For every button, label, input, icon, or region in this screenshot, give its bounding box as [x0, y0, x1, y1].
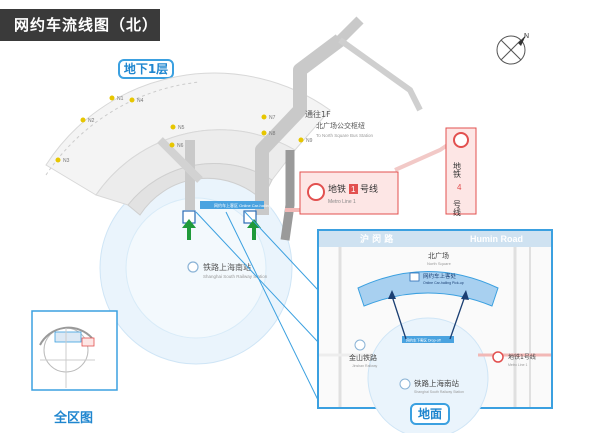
svg-text:N3: N3 — [63, 158, 70, 164]
inset-pickup-label: 网约车上客处 — [423, 272, 457, 280]
svg-text:N4: N4 — [137, 98, 144, 104]
svg-text:N9: N9 — [306, 138, 313, 144]
inset-pickup-band — [357, 271, 499, 307]
station-label: 铁路上海南站 — [203, 262, 251, 272]
inset-station-en: Shanghai South Railway Station — [414, 390, 464, 394]
svg-text:N6: N6 — [177, 143, 184, 149]
inset-jinshan: 金山铁路 — [349, 353, 377, 362]
bus-hub-en: To North Square Bus Station — [316, 133, 374, 138]
connector-line-1 — [195, 211, 319, 343]
connector-line-2 — [225, 211, 319, 401]
metro-line1-icon — [307, 183, 325, 201]
corridor-north — [255, 34, 345, 215]
metro-line4-suffix: 号线 — [453, 200, 462, 216]
corridor-center — [280, 150, 295, 241]
page-title: 网约车流线图（北） — [0, 9, 160, 41]
station-label-en: Shanghai South Railway Station — [203, 274, 268, 279]
inset-metro-1-en: Metro Line 1 — [508, 363, 528, 367]
metro-line1-suffix: 号线 — [360, 183, 378, 195]
inset-road: 沪 闵 路 — [360, 233, 394, 245]
metro-line1-number: 1 — [351, 185, 356, 194]
corridor-ne — [338, 37, 423, 112]
svg-text:N8: N8 — [269, 131, 276, 137]
inset-north-square: 北广场 — [428, 251, 449, 260]
inset-drop-bar — [402, 336, 454, 343]
compass-icon: N — [496, 33, 529, 65]
svg-text:N: N — [524, 33, 529, 40]
inset-jinshan-en: Jinshan Railway — [352, 364, 378, 368]
metro-line4-label: 地铁 — [453, 161, 462, 179]
inset-road-en: Humin Road — [470, 234, 523, 244]
green-arrow-west — [182, 219, 196, 240]
metro-line1-en: Metro Line 1 — [328, 199, 356, 205]
bus-hub-label: 北广场公交枢纽 — [316, 121, 365, 130]
ground-label: 地面 — [410, 403, 450, 425]
svg-text:N2: N2 — [88, 118, 95, 124]
inset-drop-text: 网约车下客区 Drop-off — [406, 338, 441, 343]
overview-label: 全区图 — [54, 411, 94, 426]
metro-line4-icon — [453, 132, 469, 148]
metro-line4-number: 4 — [457, 183, 462, 192]
b1-ridehail-text: 网约车上客区 Online Car-hailing — [214, 202, 271, 208]
connector-line-3 — [244, 211, 319, 291]
inset-station: 铁路上海南站 — [414, 378, 459, 388]
svg-text:N7: N7 — [269, 115, 276, 121]
metro-line1-number-bg — [349, 184, 358, 194]
svg-text:N1: N1 — [117, 96, 124, 102]
inset-metro-1: 地铁1号线 — [508, 353, 536, 361]
up-to-1f-label: 通往1F — [305, 109, 331, 119]
overview-thumbnail — [31, 310, 118, 391]
station-icon — [187, 261, 199, 273]
corridor-diag — [157, 137, 203, 183]
inset-north-square-en: North Square — [427, 261, 452, 266]
b1-boundary — [45, 81, 201, 176]
b1-ridehail-bar — [200, 201, 264, 209]
level-label: 地下1层 — [118, 59, 174, 79]
corridor-north-end — [336, 16, 364, 44]
inset-pickup-en: Online Car-hailing Pick-up — [423, 281, 464, 285]
svg-text:N5: N5 — [178, 125, 185, 131]
metro-line1-label: 地铁 — [328, 183, 346, 195]
gate-markers: N1 N2 N3 N4 N5 N6 N7 N8 N9 — [55, 95, 313, 164]
